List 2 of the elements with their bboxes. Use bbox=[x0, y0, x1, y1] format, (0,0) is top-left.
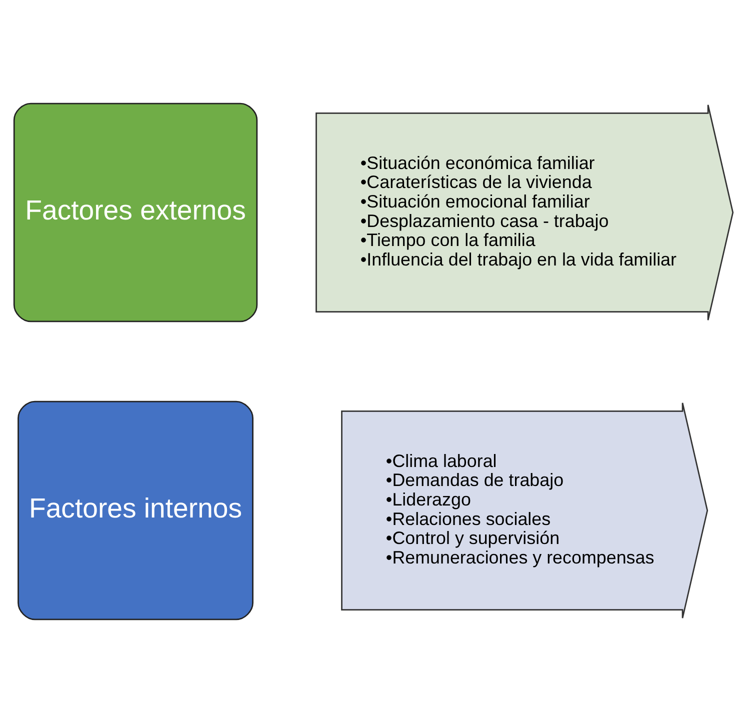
node-box: Factores internos bbox=[18, 400, 254, 620]
node-box: Factores externos bbox=[13, 102, 258, 322]
